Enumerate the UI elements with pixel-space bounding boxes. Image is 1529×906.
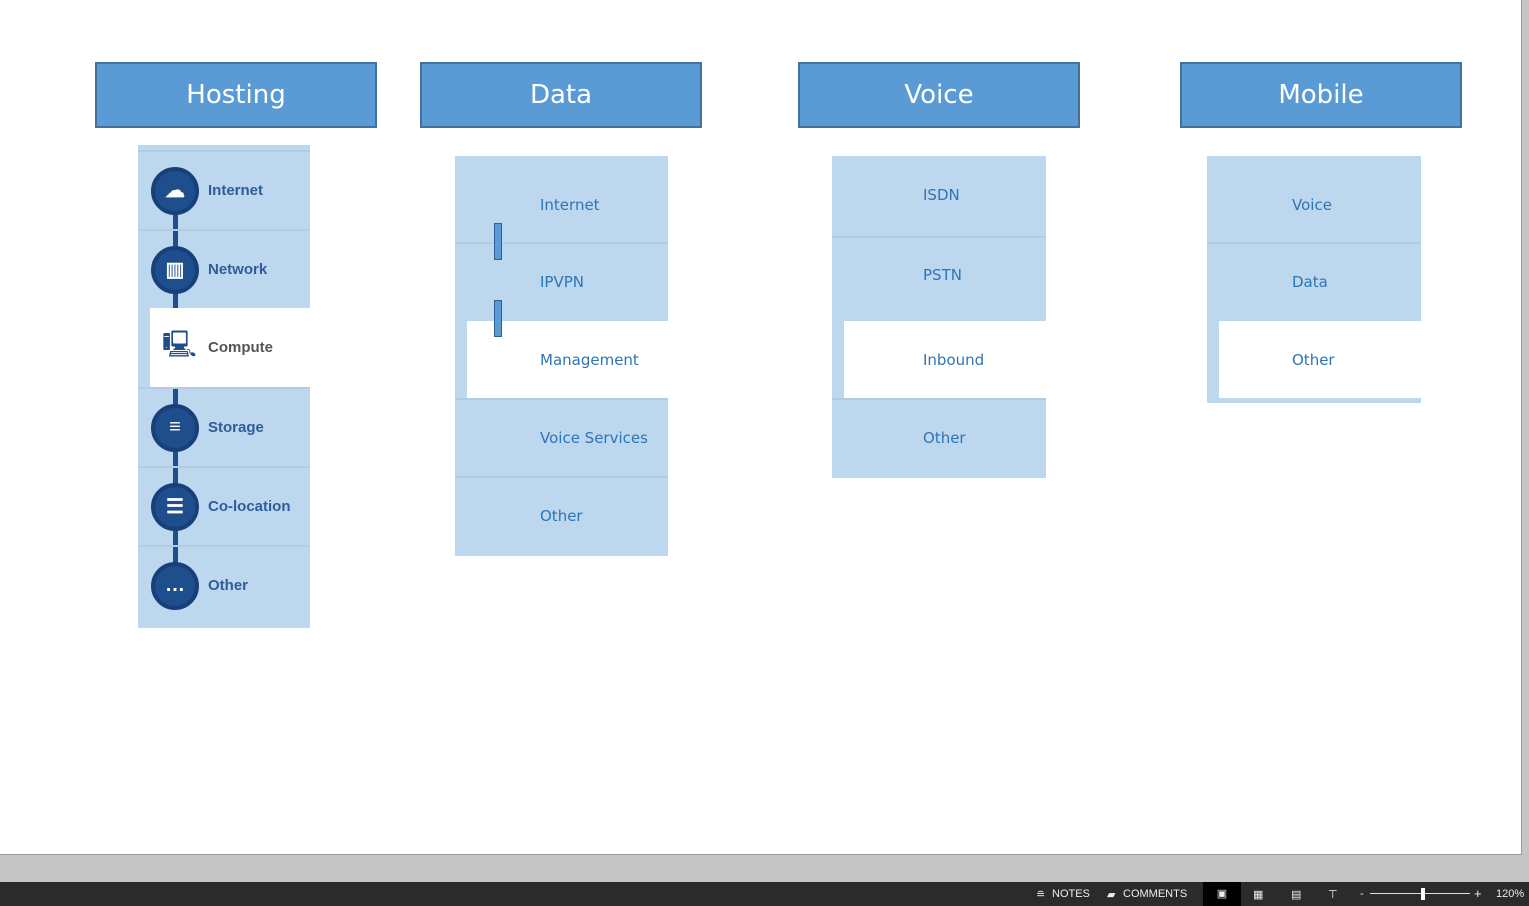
- mobile-panel: Voice Data Other: [1207, 156, 1421, 403]
- mobile-header: Mobile: [1180, 62, 1462, 128]
- indicator-bar: [494, 223, 502, 260]
- voice-header: Voice: [798, 62, 1080, 128]
- data-item[interactable]: IPVPN: [455, 242, 668, 320]
- notes-button[interactable]: NOTES: [1052, 888, 1090, 900]
- voice-item-selected[interactable]: Inbound: [844, 321, 1046, 398]
- item-label: Other: [208, 577, 249, 594]
- item-label: Inbound: [923, 350, 985, 369]
- server-icon: ☰: [151, 482, 199, 531]
- item-label: IPVPN: [540, 273, 584, 291]
- item-label: Internet: [208, 182, 264, 199]
- zoom-level[interactable]: 120%: [1496, 888, 1525, 900]
- item-label: Management: [540, 350, 639, 369]
- item-label: ISDN: [923, 186, 960, 204]
- item-label: Other: [923, 429, 966, 447]
- data-item[interactable]: Voice Services: [455, 398, 668, 476]
- slide-sorter-icon[interactable]: ▦: [1253, 889, 1264, 901]
- item-label: Voice Services: [540, 429, 648, 447]
- item-label: Storage: [208, 419, 264, 436]
- database-icon: ≡: [151, 403, 199, 452]
- indicator-bar: [494, 300, 502, 337]
- data-item[interactable]: Internet: [455, 166, 668, 244]
- data-item[interactable]: Other: [455, 476, 668, 554]
- slide-canvas[interactable]: Hosting Data Voice Mobile ☁ Internet ▥ Net…: [0, 0, 1522, 855]
- voice-item[interactable]: PSTN: [832, 236, 1046, 312]
- hosting-item-storage[interactable]: ≡ Storage: [138, 387, 310, 466]
- data-panel: Internet IPVPN Management Voice Services…: [455, 156, 668, 556]
- hosting-item-co-location[interactable]: ☰ Co-location: [138, 466, 310, 545]
- voice-item[interactable]: ISDN: [832, 156, 1046, 234]
- cloud-icon: ☁: [151, 166, 199, 215]
- hosting-item-compute[interactable]: 🖳 Compute: [150, 308, 310, 387]
- item-label: Voice: [1292, 196, 1332, 214]
- reading-view-icon[interactable]: ▤: [1291, 889, 1302, 901]
- zoom-in-button[interactable]: +: [1474, 886, 1482, 901]
- item-label: Other: [1292, 350, 1335, 369]
- zoom-slider-thumb[interactable]: [1421, 888, 1425, 900]
- item-label: Other: [540, 507, 583, 525]
- item-label: Internet: [540, 196, 600, 214]
- hosting-header: Hosting: [95, 62, 377, 128]
- mobile-item[interactable]: Data: [1207, 242, 1421, 320]
- status-bar: ≘ NOTES ▰ COMMENTS ▣ ▦ ▤ ⊤ - + 120%: [0, 882, 1529, 906]
- data-header: Data: [420, 62, 702, 128]
- mobile-item[interactable]: Voice: [1207, 166, 1421, 244]
- item-label: PSTN: [923, 266, 962, 284]
- voice-panel: ISDN PSTN Inbound Other: [832, 156, 1046, 478]
- hosting-item-other[interactable]: … Other: [138, 545, 310, 624]
- item-label: Data: [1292, 273, 1328, 291]
- ethernet-icon: ▥: [151, 245, 199, 294]
- computer-icon: 🖳: [162, 328, 197, 359]
- zoom-out-button[interactable]: -: [1360, 888, 1364, 900]
- comments-button[interactable]: COMMENTS: [1123, 888, 1188, 900]
- voice-item[interactable]: Other: [832, 398, 1046, 476]
- comments-icon: ▰: [1107, 889, 1116, 901]
- hosting-panel: ☁ Internet ▥ Network 🖳 Compute ≡ Storage ☰ Co…: [138, 145, 310, 628]
- item-label: Network: [208, 261, 268, 278]
- more-icon: …: [151, 561, 199, 610]
- normal-view-icon[interactable]: ▣: [1203, 882, 1241, 906]
- zoom-slider[interactable]: [1370, 893, 1470, 894]
- item-label: Compute: [208, 339, 273, 356]
- notes-icon: ≘: [1036, 889, 1046, 901]
- slideshow-icon[interactable]: ⊤: [1328, 889, 1338, 901]
- item-label: Co-location: [208, 498, 291, 515]
- hosting-item-network[interactable]: ▥ Network: [138, 229, 310, 308]
- hosting-item-internet[interactable]: ☁ Internet: [138, 150, 310, 229]
- mobile-item-selected[interactable]: Other: [1219, 321, 1421, 398]
